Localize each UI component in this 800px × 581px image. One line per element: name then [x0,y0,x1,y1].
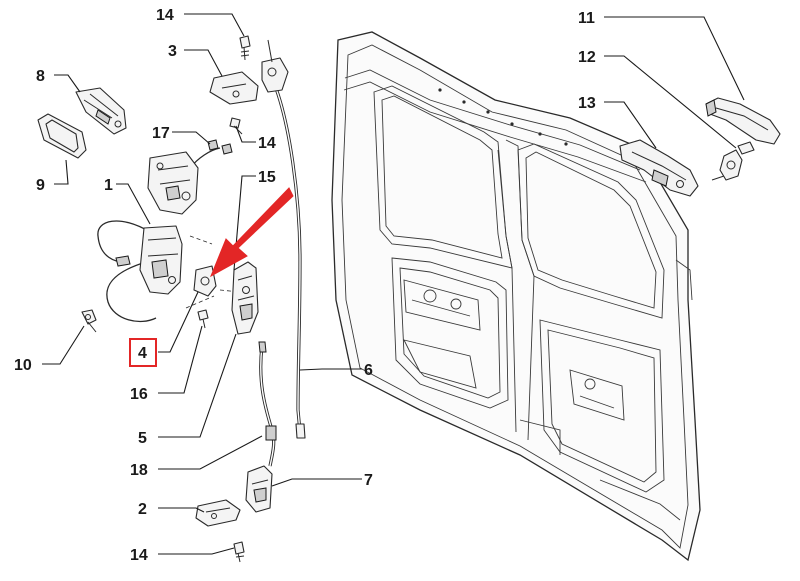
clip-part-4 [193,265,217,297]
callout-18: 18 [130,462,148,479]
bolt-part-14-bottom [233,541,245,563]
rod-part-18 [258,341,277,467]
lock-cylinder-part-12 [711,141,755,181]
callout-14-top: 14 [156,7,174,24]
callout-13: 13 [578,95,596,112]
callout-10: 10 [14,357,32,374]
rail-rivets [438,88,568,146]
callout-7: 7 [364,472,373,489]
callout-11: 11 [578,10,595,27]
callout-6: 6 [364,362,373,379]
door-lock-mechanism [403,279,481,331]
highlight-box [129,338,157,367]
arrow-pointer-icon [210,187,294,278]
handle-bezel-part-9 [37,113,87,159]
bracket-part-2 [195,499,241,527]
leader-lines [42,13,745,555]
door-latch-mechanism [569,369,625,421]
door-panel [331,31,701,562]
callout-8: 8 [36,68,45,85]
callout-16: 16 [130,386,148,403]
callout-14-bottom: 14 [130,547,148,564]
outer-handle-part-11 [705,97,781,145]
lock-assembly-upper [147,151,199,215]
callout-1: 1 [104,177,113,194]
callout-15: 15 [258,169,276,186]
callout-9: 9 [36,177,45,194]
inner-handle-part-8 [75,87,127,135]
screw-part-10 [81,309,97,333]
callout-12: 12 [578,49,596,66]
cable-part-6 [261,39,306,439]
handle-carrier-part-13 [619,139,699,197]
callout-14-mid: 14 [258,135,276,152]
callout-2: 2 [138,501,147,518]
callout-4: 4 [138,345,147,362]
bracket-part-3 [209,71,259,105]
callout-5: 5 [138,430,147,447]
handle-mechanism-part-15 [231,261,259,335]
bolt-part-14-top [239,35,251,61]
callout-labels: 14 3 8 17 14 15 1 9 10 4 16 5 18 2 14 7 … [14,7,596,564]
lock-part-1 [97,220,183,323]
callout-3: 3 [168,43,177,60]
screw-part-16 [197,309,209,329]
latch-part-7 [245,465,273,513]
callout-17: 17 [152,125,170,142]
cable-part-17 [189,139,233,169]
